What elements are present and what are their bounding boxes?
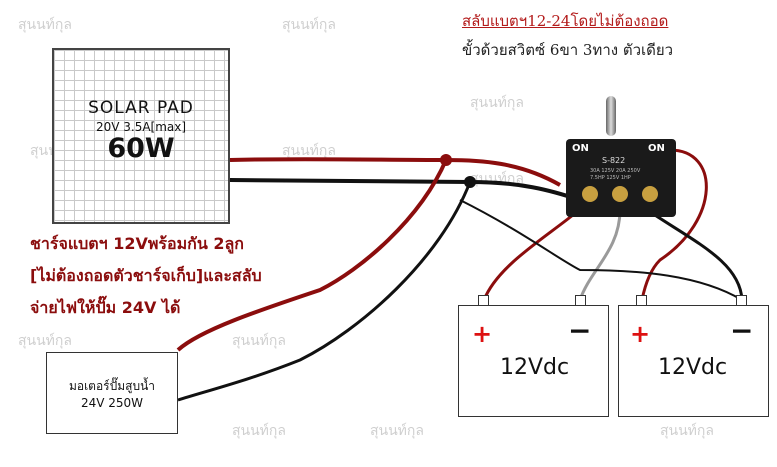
watermark-text: สุนนท์กุล	[470, 95, 524, 111]
watermark-text: สุนนท์กุล	[660, 423, 714, 439]
solar-pad-watt: 60W	[107, 133, 175, 164]
switch-terminal-icon	[642, 186, 658, 202]
switch-lever-icon[interactable]	[606, 96, 616, 136]
switch-rating-line1: 30A 125V 20A 250V	[590, 168, 641, 174]
battery2-plus-icon: +	[630, 320, 651, 348]
note-line2: [ไม่ต้องถอดตัวชาร์จเก็บ]และสลับ	[30, 266, 262, 285]
solar-pad-title: SOLAR PAD	[88, 98, 194, 118]
switch-rating-line2: 7.5HP 125V 1HP	[590, 175, 631, 181]
motor-rating: 24V 250W	[80, 396, 144, 410]
pump-motor-box	[46, 352, 178, 434]
watermark-text: สุนนท์กุล	[370, 423, 424, 439]
switch-on-right-label: ON	[648, 143, 665, 154]
toggle-switch[interactable]	[566, 139, 676, 217]
motor-label: มอเตอร์ปั๊มสูบน้ำ	[68, 379, 156, 393]
watermark-text: สุนนท์กุล	[232, 423, 286, 439]
wire-solar-negative	[229, 178, 581, 202]
note-line1: ชาร์จแบตฯ 12Vพร้อมกัน 2ลูก	[30, 234, 244, 253]
solar-pad-panel	[52, 48, 230, 224]
watermark-text: สุนนท์กุล	[18, 17, 72, 33]
switch-on-left-label: ON	[572, 143, 589, 154]
battery2-minus-icon: −	[730, 314, 754, 347]
solar-pad-spec: 20V 3.5A[max]	[95, 120, 187, 134]
diagram-title-line1: สลับแบตฯ12-24โดยไม่ต้องถอด	[462, 12, 669, 30]
watermark-text: สุนนท์กุล	[18, 333, 72, 349]
wire-motor-negative	[177, 181, 472, 402]
wire-switch-to-battery2-negative	[639, 203, 744, 301]
switch-model-label: S-822	[602, 156, 626, 165]
diagram-title-line2: ขั้วด้วยสวิตซ์ 6ขา 3ทาง ตัวเดียว	[462, 41, 674, 59]
wire-battery-link	[459, 199, 743, 301]
battery1-plus-icon: +	[472, 320, 493, 348]
battery1-voltage: 12Vdc	[500, 355, 570, 380]
wire-motor-positive	[176, 159, 448, 352]
battery2-voltage: 12Vdc	[658, 355, 728, 380]
switch-terminal-icon	[612, 186, 628, 202]
wire-switch-to-battery2-positive	[640, 148, 708, 301]
watermark-text: สุนนท์กุล	[232, 333, 286, 349]
watermark-text: สุนนท์กุล	[282, 17, 336, 33]
wire-solar-positive	[229, 157, 561, 187]
wire-switch-to-battery1-negative	[578, 209, 622, 301]
note-line3: จ่ายไฟให้ปั๊ม 24V ได้	[30, 298, 181, 317]
battery1-minus-icon: −	[568, 314, 592, 347]
watermark-text: สุนนท์กุล	[282, 143, 336, 159]
battery-2	[618, 305, 769, 417]
battery-1	[458, 305, 609, 417]
switch-terminal-icon	[582, 186, 598, 202]
